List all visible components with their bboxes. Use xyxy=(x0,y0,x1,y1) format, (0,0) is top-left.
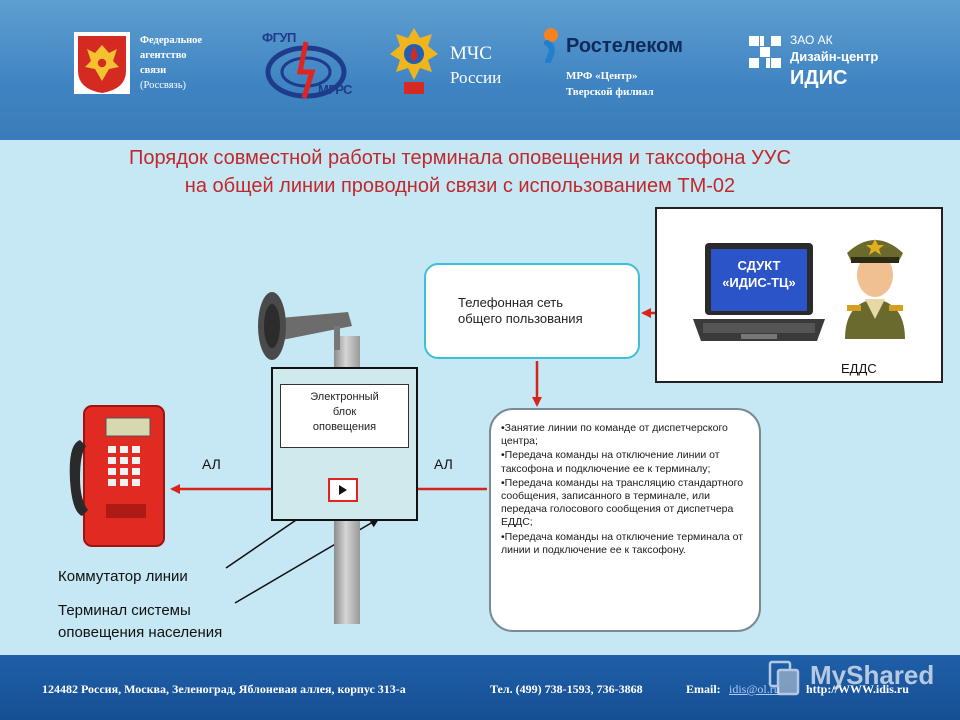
al-left-label: АЛ xyxy=(202,456,221,472)
idis-text: ЗАО АК Дизайн-центр ИДИС xyxy=(790,33,879,89)
command-item: •Передача команды на отключение терминал… xyxy=(501,530,744,556)
footer-phone: Тел. (499) 738-1593, 736-3868 xyxy=(490,682,643,696)
watermark-logo: MyShared xyxy=(768,658,948,698)
operator-avatar xyxy=(839,223,911,339)
command-item: •Занятие линии по команде от диспетчерск… xyxy=(501,422,728,448)
terminal-label: Терминал системы оповещения населения xyxy=(58,602,223,641)
fgup-text: ФГУП xyxy=(262,30,296,45)
rostelecom-branch: МРФ «Центр» Тверской филиал xyxy=(566,70,654,98)
payphone-icon xyxy=(66,404,170,552)
switch-label: Коммутатор линии xyxy=(58,568,188,585)
electronic-alert-block: Электронный блок оповещения xyxy=(280,384,409,448)
header-banner: Федеральное агентство связи (Россвязь) Ф… xyxy=(0,0,960,140)
watermark-icon xyxy=(768,660,800,696)
mchs-text: МЧС России xyxy=(450,43,502,87)
rostelecom-name: Ростелеком xyxy=(566,35,683,57)
loudspeaker-icon xyxy=(252,288,362,364)
rostelecom-logo-icon xyxy=(542,27,560,64)
idis-logo-icon xyxy=(749,36,781,68)
footer-email-label: Email: xyxy=(686,682,721,696)
commands-box: •Занятие линии по команде от диспетчерск… xyxy=(489,408,761,632)
fgup-mgrs-logo: ФГУП МГРС xyxy=(262,28,354,100)
mgrs-text: МГРС xyxy=(318,82,352,97)
command-item: •Передача команды на отключение линии от… xyxy=(501,449,720,475)
watermark-text: MyShared xyxy=(810,660,935,690)
eddc-panel: СДУКТ «ИДИС-ТЦ» ЕДДС xyxy=(655,207,943,383)
public-network-label: Телефонная сеть общего пользования xyxy=(458,295,583,326)
al-right-label: АЛ xyxy=(434,456,453,472)
eddc-label: ЕДДС xyxy=(841,361,877,376)
footer-email-link[interactable]: idis@ol.ru xyxy=(729,682,780,696)
sdukt-screen-text: СДУКТ «ИДИС-ТЦ» xyxy=(722,258,796,290)
rossvyaz-text: Федеральное агентство связи (Россвязь) xyxy=(140,35,203,91)
footer-url-link[interactable]: http://WWW.idis.ru xyxy=(806,682,909,696)
line-switch xyxy=(328,478,358,502)
mchs-emblem xyxy=(388,26,440,98)
slide-title: Порядок совместной работы терминала опов… xyxy=(129,147,791,197)
footer-address: 124482 Россия, Москва, Зеленоград, Яблон… xyxy=(42,682,406,696)
public-network-box: Телефонная сеть общего пользования xyxy=(424,263,640,359)
footer-bar: 124482 Россия, Москва, Зеленоград, Яблон… xyxy=(0,655,960,720)
command-item: •Передача команды на трансляцию стандарт… xyxy=(501,476,744,529)
coat-of-arms-logo xyxy=(73,31,131,95)
laptop-icon: СДУКТ «ИДИС-ТЦ» xyxy=(689,241,829,349)
